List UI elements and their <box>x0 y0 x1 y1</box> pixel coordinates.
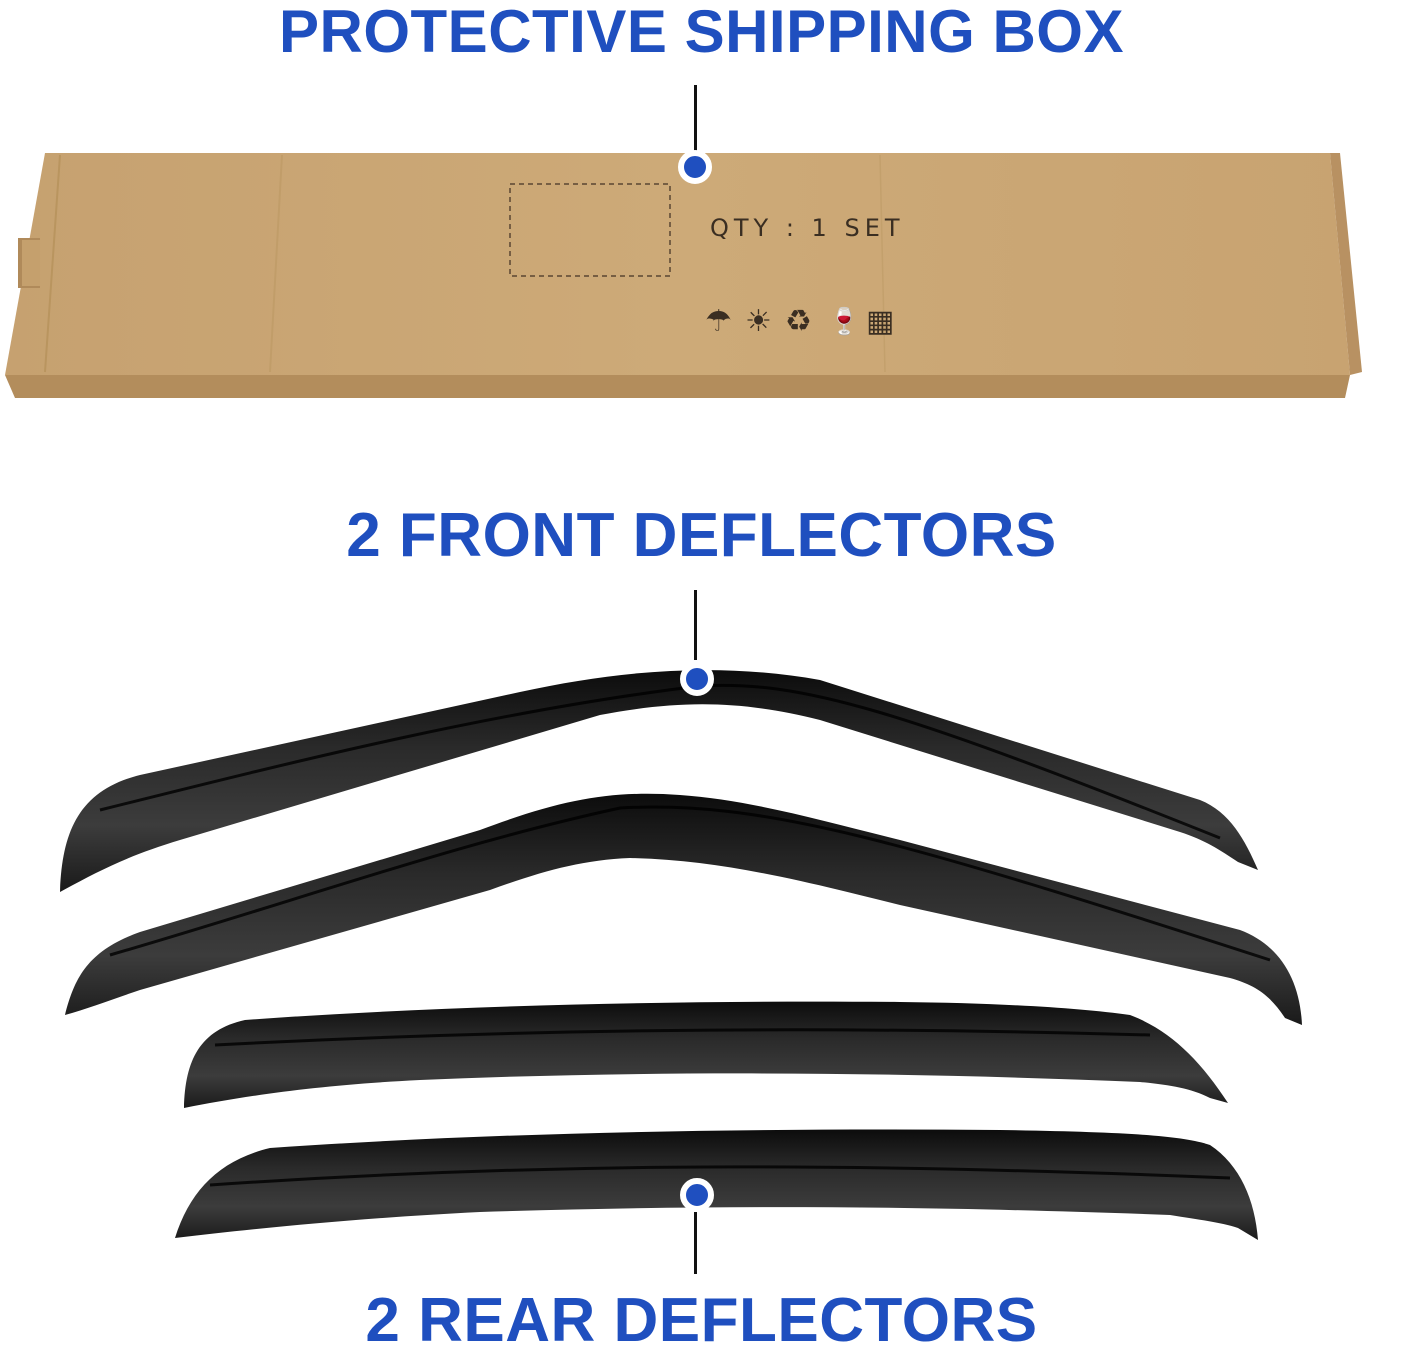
box-quantity-label: QTY : 1 SET <box>710 214 905 242</box>
rear-leader-line <box>694 1212 697 1274</box>
keep-from-sun-icon: ☀ <box>745 304 772 339</box>
fragile-icon: 🍷 <box>828 307 861 337</box>
recyclable-icon: ♻ <box>785 304 812 339</box>
stacking-icon: ▦ <box>866 304 895 339</box>
front-deflectors-heading: 2 FRONT DEFLECTORS <box>346 501 1057 570</box>
keep-dry-icon: ☂ <box>705 304 732 339</box>
rear-deflector-2 <box>175 1129 1258 1240</box>
shipping-box-heading: PROTECTIVE SHIPPING BOX <box>279 0 1124 65</box>
rear-marker-dot <box>680 1178 714 1212</box>
front-leader-line <box>694 590 697 660</box>
shipping-box <box>5 153 1362 398</box>
rear-deflector-1 <box>184 1001 1228 1108</box>
box-leader-line <box>694 85 697 155</box>
box-marker-dot <box>678 150 712 184</box>
rear-deflectors-heading: 2 REAR DEFLECTORS <box>365 1286 1038 1355</box>
front-deflector-2 <box>65 793 1302 1025</box>
front-marker-dot <box>680 662 714 696</box>
